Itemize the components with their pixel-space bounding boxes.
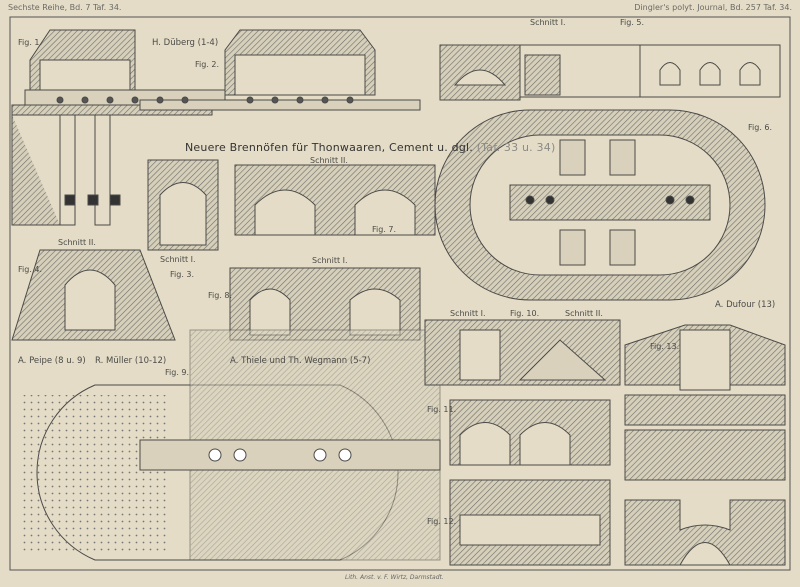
section-label: Schnitt I. xyxy=(160,255,196,264)
fig13-label: Fig. 13. xyxy=(650,342,680,351)
fig12-label: Fig. 12. xyxy=(427,517,457,526)
fig3-label: Fig. 3. xyxy=(170,270,195,279)
plate-title: Neuere Brennöfen für Thonwaaren, Cement … xyxy=(185,141,555,154)
fig10-drawing xyxy=(424,319,621,386)
section-label: Schnitt I. xyxy=(450,309,486,318)
section-label: Schnitt II. xyxy=(58,238,96,247)
fig12-drawing xyxy=(449,479,611,566)
author-mueller: R. Müller (10-12) xyxy=(95,356,167,366)
fig11-drawing xyxy=(449,399,611,466)
author-dueberg: H. Düberg (1-4) xyxy=(152,38,219,48)
fig1-drawing xyxy=(11,29,226,226)
title-ref: (Taf. 33 u. 34) xyxy=(476,141,556,154)
fig5-label: Fig. 5. xyxy=(620,18,645,27)
section-label: Schnitt II. xyxy=(565,309,603,318)
fig8-label: Fig. 8. xyxy=(208,291,233,300)
fig2-drawing xyxy=(56,29,421,111)
section-label: Schnitt I. xyxy=(530,18,566,27)
fig6-label: Fig. 6. xyxy=(748,123,773,132)
fig7-label: Fig. 7. xyxy=(372,225,397,234)
fig6-drawing xyxy=(434,109,766,301)
fig3-drawing xyxy=(147,159,219,251)
fig4-label: Fig. 4. xyxy=(18,265,43,274)
section-label: Schnitt I. xyxy=(312,256,348,265)
fig7-drawing xyxy=(234,164,436,236)
lithographer-credit: Lith. Anst. v. F. Wirtz, Darmstadt. xyxy=(345,574,444,581)
fig9-label: Fig. 9. xyxy=(165,368,190,377)
header-left: Sechste Reihe, Bd. 7 Taf. 34. xyxy=(8,3,122,12)
header-right: Dingler's polyt. Journal, Bd. 257 Taf. 3… xyxy=(634,3,792,12)
title-main: Neuere Brennöfen für Thonwaaren, Cement … xyxy=(185,141,473,154)
author-thiele-wegmann: A. Thiele und Th. Wegmann (5-7) xyxy=(230,356,371,366)
fig9-drawing xyxy=(20,329,441,561)
fig8-drawing xyxy=(229,267,421,341)
fig11-label: Fig. 11. xyxy=(427,405,457,414)
fig13-drawing xyxy=(624,324,786,566)
author-peipe: A. Peipe (8 u. 9) xyxy=(18,356,86,366)
fig4-drawing xyxy=(11,249,176,341)
section-label: Schnitt II. xyxy=(310,156,348,165)
fig5-drawing xyxy=(439,44,781,101)
fig10-label: Fig. 10. xyxy=(510,309,540,318)
fig1-label: Fig. 1. xyxy=(18,38,43,47)
author-dufour: A. Dufour (13) xyxy=(715,300,776,310)
fig2-label: Fig. 2. xyxy=(195,60,220,69)
